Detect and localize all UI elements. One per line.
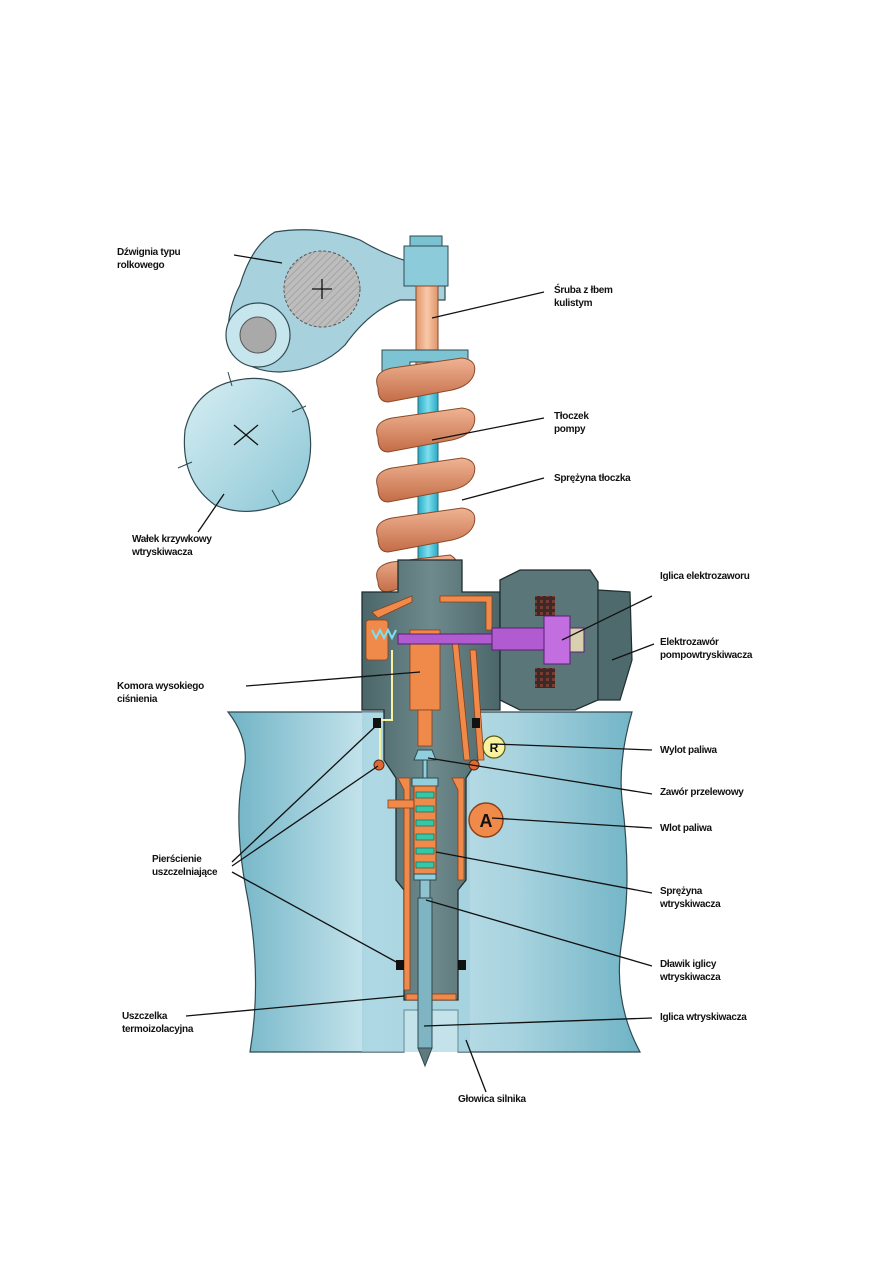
fuel-return-marker: R xyxy=(482,735,506,759)
leader-heat-seal xyxy=(185,995,405,1017)
label-line: Iglica elektrozaworu xyxy=(660,571,750,582)
fuel-channels xyxy=(365,595,493,1001)
leader-high-pressure xyxy=(245,671,421,687)
leader-rocker-arm xyxy=(233,254,283,264)
leader-injector-needle xyxy=(423,1017,653,1027)
overflow-valve xyxy=(413,749,437,779)
label-injector-spring: Sprężyna wtryskiwacza xyxy=(660,885,721,911)
return-line xyxy=(379,650,393,760)
label-pump-plunger: Tłoczek pompy xyxy=(554,410,589,436)
label-line: Komora wysokiego xyxy=(117,681,204,692)
label-line: ciśnienia xyxy=(117,694,158,705)
leader-seal-2 xyxy=(231,765,379,867)
label-line: Wlot paliwa xyxy=(660,823,712,834)
label-needle-damper: Dławik iglicy wtryskiwacza xyxy=(660,958,721,984)
label-line: wtryskiwacza xyxy=(132,547,193,558)
label-fuel-supply: Wlot paliwa xyxy=(660,822,712,835)
rocker-arm xyxy=(225,229,446,373)
leader-camshaft xyxy=(197,493,225,533)
fuel-supply-marker: A xyxy=(468,802,504,838)
label-line: Wylot paliwa xyxy=(660,745,717,756)
valve-spring xyxy=(371,627,397,641)
leader-ball-screw xyxy=(431,291,545,319)
leader-overflow-valve xyxy=(427,757,653,795)
label-line: Dźwignia typu xyxy=(117,247,181,258)
label-line: pompy xyxy=(554,424,586,435)
label-line: Sprężyna xyxy=(660,886,703,897)
leader-pump-plunger xyxy=(431,417,545,441)
label-line: Dławik iglicy xyxy=(660,959,717,970)
injector-needle xyxy=(417,879,433,1068)
label-cylinder-head: Głowica silnika xyxy=(458,1093,526,1106)
label-line: rolkowego xyxy=(117,260,165,271)
plunger-spring xyxy=(376,357,476,593)
marker-r-text: R xyxy=(490,741,499,755)
label-solenoid-needle: Iglica elektrozaworu xyxy=(660,570,750,583)
label-line: wtryskiwacza xyxy=(660,899,721,910)
leader-solenoid-valve xyxy=(611,643,655,661)
label-line: Wałek krzywkowy xyxy=(132,534,212,545)
leader-seal-3 xyxy=(231,871,401,965)
label-camshaft: Wałek krzywkowy wtryskiwacza xyxy=(132,533,212,559)
leader-solenoid-needle xyxy=(561,595,653,641)
label-line: termoizolacyjna xyxy=(122,1024,194,1035)
leader-seal-1 xyxy=(231,723,379,863)
leader-plunger-spring xyxy=(461,477,545,501)
label-line: Zawór przelewowy xyxy=(660,787,744,798)
label-line: Sprężyna tłoczka xyxy=(554,473,631,484)
leader-injector-spring xyxy=(435,851,653,894)
label-rocker-arm: Dźwignia typu rolkowego xyxy=(117,246,181,272)
leader-fuel-supply xyxy=(491,817,653,829)
leader-lines xyxy=(185,254,655,1093)
label-line: pompowtryskiwacza xyxy=(660,650,753,661)
label-overflow-valve: Zawór przelewowy xyxy=(660,786,744,799)
label-line: wtryskiwacza xyxy=(660,972,721,983)
label-plunger-spring: Sprężyna tłoczka xyxy=(554,472,631,485)
leader-cylinder-head xyxy=(465,1039,487,1093)
marker-a-text: A xyxy=(480,811,493,831)
camshaft xyxy=(177,371,312,513)
label-fuel-return: Wylot paliwa xyxy=(660,744,717,757)
label-line: Głowica silnika xyxy=(458,1094,526,1105)
label-line: Tłoczek xyxy=(554,411,589,422)
label-line: Elektrozawór xyxy=(660,637,719,648)
leader-fuel-return xyxy=(493,743,653,751)
leader-needle-damper xyxy=(425,899,653,967)
label-solenoid-valve: Elektrozawór pompowtryskiwacza xyxy=(660,636,752,662)
label-ball-screw: Śruba z łbem kulistym xyxy=(554,284,613,310)
label-line: kulistym xyxy=(554,298,593,309)
label-injector-needle: Iglica wtryskiwacza xyxy=(660,1011,747,1024)
label-heat-seal: Uszczelka termoizolacyjna xyxy=(122,1010,193,1036)
label-line: Śruba z łbem xyxy=(554,285,613,296)
label-seal-rings: Pierścienie uszczelniające xyxy=(152,853,218,879)
label-high-pressure: Komora wysokiego ciśnienia xyxy=(117,680,204,706)
label-line: Uszczelka xyxy=(122,1011,168,1022)
label-line: uszczelniające xyxy=(152,867,218,878)
solenoid-needle xyxy=(397,615,585,665)
label-line: Iglica wtryskiwacza xyxy=(660,1012,747,1023)
label-line: Pierścienie xyxy=(152,854,202,865)
injector-spring xyxy=(411,777,439,881)
